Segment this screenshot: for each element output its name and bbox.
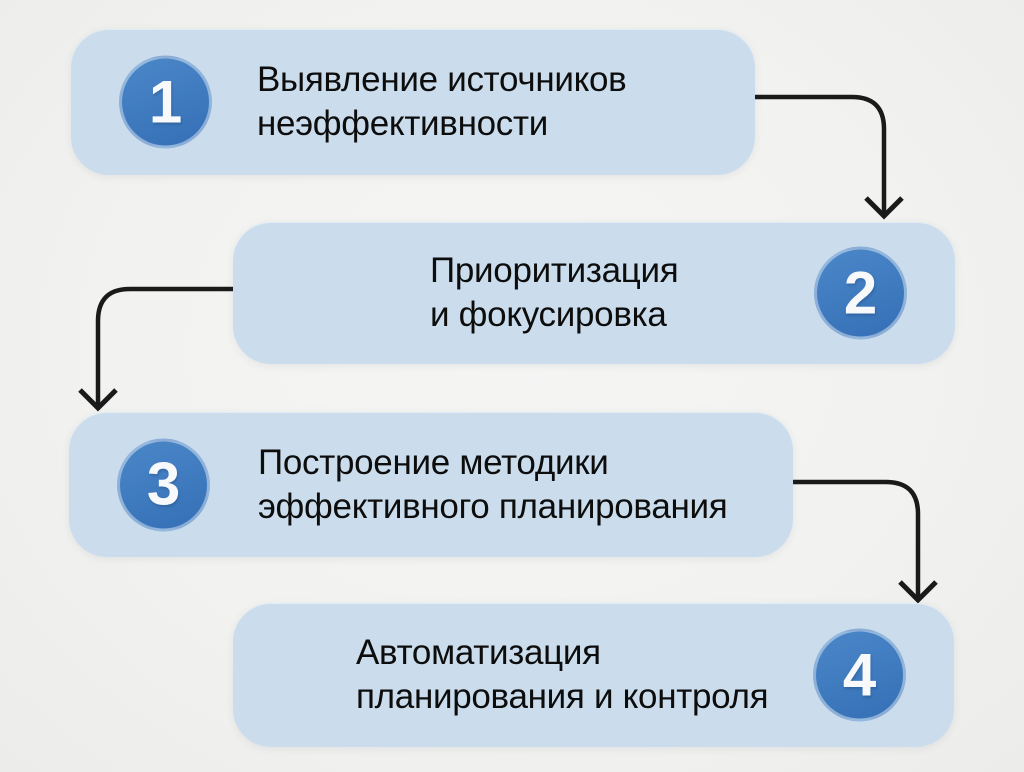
step-card-3: 3 Построение методики эффективного плани… — [69, 412, 793, 557]
step-title-line: Построение методики — [258, 442, 609, 482]
step-number-1: 1 — [148, 68, 183, 135]
step-card-4: 4 Автоматизация планирования и контроля — [233, 603, 954, 747]
step-title-3: Построение методики эффективного планиро… — [258, 441, 728, 529]
step-title-line: планирования и контроля — [356, 677, 769, 716]
arrow-step1-to-step2 — [755, 94, 904, 220]
step-number-badge-4: 4 — [813, 628, 906, 722]
step-title-4: Автоматизация планирования и контроля — [356, 631, 769, 719]
step-title-line: и фокусировка — [430, 295, 667, 334]
step-number-badge-2: 2 — [814, 246, 907, 340]
step-title-line: Выявление источников — [257, 60, 627, 99]
step-card-2: 2 Приоритизация и фокусировка — [233, 222, 955, 364]
arrow-step2-to-step3 — [78, 286, 235, 412]
step-title-line: эффективного планирования — [258, 486, 728, 526]
step-number-badge-1: 1 — [119, 55, 212, 149]
step-title-2: Приоритизация и фокусировка — [430, 249, 679, 337]
step-card-1: 1 Выявление источников неэффективности — [71, 29, 755, 175]
step-title-1: Выявление источников неэффективности — [257, 58, 627, 146]
step-number-3: 3 — [146, 450, 181, 518]
step-title-line: Приоритизация — [430, 251, 679, 290]
step-title-line: неэффективности — [257, 104, 548, 143]
step-number-4: 4 — [842, 641, 877, 708]
step-number-badge-3: 3 — [117, 438, 210, 531]
step-title-line: Автоматизация — [356, 633, 601, 672]
arrow-step3-to-step4 — [792, 479, 938, 604]
step-number-2: 2 — [843, 259, 878, 326]
